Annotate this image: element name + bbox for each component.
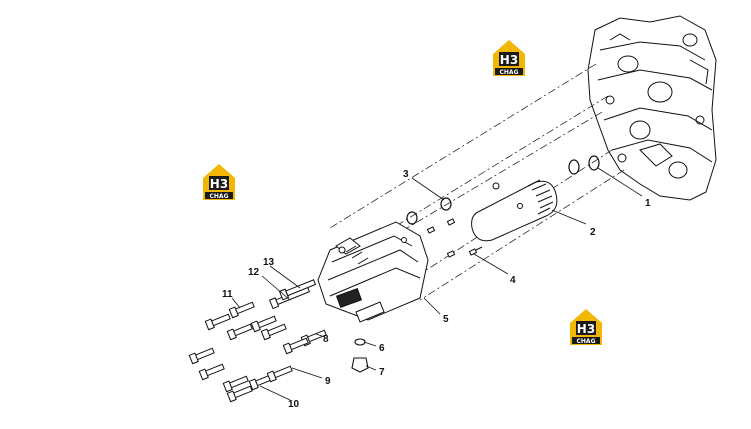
callout-1: 1	[645, 198, 651, 209]
housing-bolts	[188, 279, 327, 403]
watermark-logo-left	[203, 164, 235, 200]
watermark-logo-top	[493, 40, 525, 76]
engine-block	[587, 15, 717, 201]
oil-cooler-housing	[317, 221, 429, 323]
leader-lines	[231, 167, 643, 401]
callout-7: 7	[379, 367, 385, 378]
callout-2: 2	[590, 227, 596, 238]
oil-cooler-core	[471, 179, 558, 242]
callout-9: 9	[325, 376, 331, 387]
callout-3: 3	[403, 169, 409, 180]
callout-12: 12	[248, 267, 260, 278]
callout-4: 4	[510, 275, 516, 286]
callout-6: 6	[379, 343, 385, 354]
callout-8: 8	[323, 334, 329, 345]
callout-10: 10	[288, 399, 300, 410]
drain-plug-parts	[351, 338, 369, 373]
gaskets	[406, 197, 452, 225]
small-bolts	[426, 218, 483, 258]
seal-rings	[568, 155, 600, 175]
watermark-logo-right	[570, 309, 602, 345]
callout-13: 13	[263, 257, 275, 268]
callout-11: 11	[222, 289, 233, 300]
callout-5: 5	[443, 314, 449, 325]
